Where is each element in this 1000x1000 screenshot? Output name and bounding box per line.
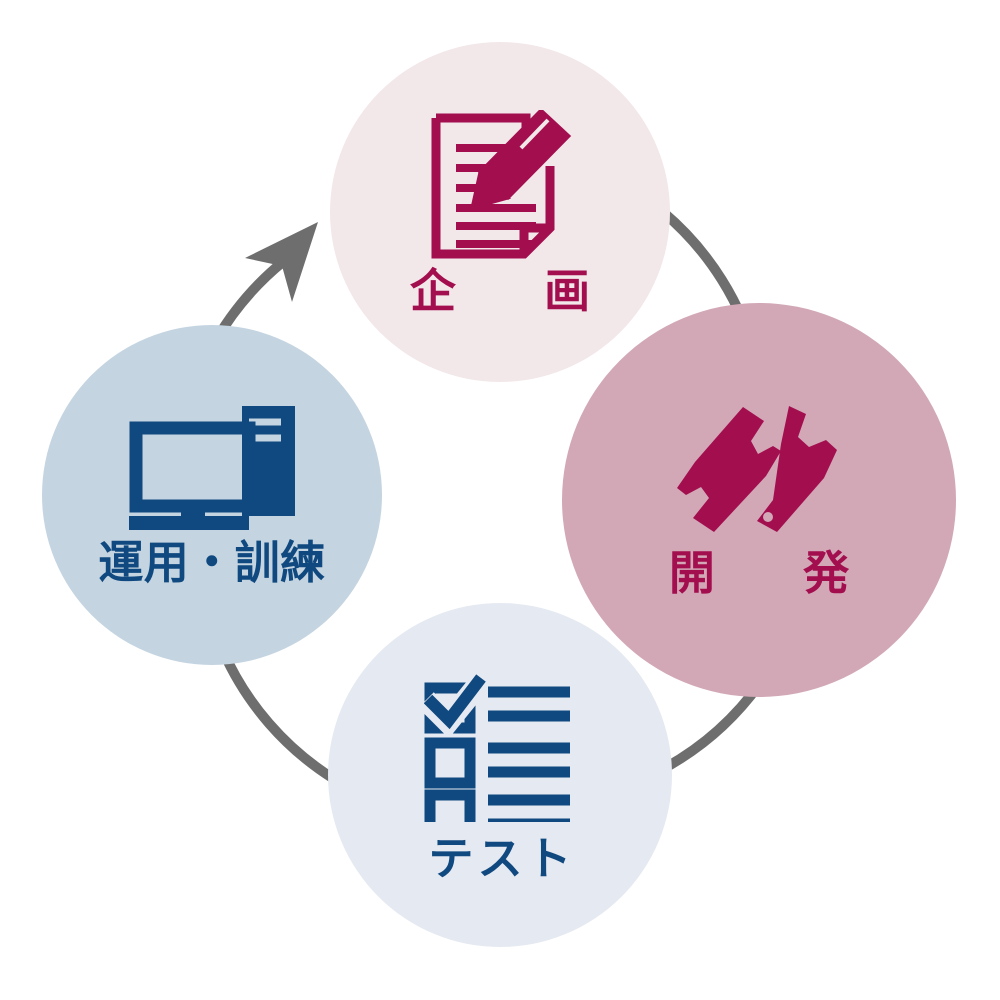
document-pencil-icon bbox=[426, 107, 574, 262]
checklist-icon bbox=[418, 670, 576, 840]
node-test-label: テスト bbox=[428, 832, 576, 884]
cycle-arrow-head bbox=[245, 222, 318, 302]
node-planning-label: 企 画 bbox=[409, 265, 612, 317]
node-development-label: 開 発 bbox=[668, 547, 871, 599]
two-wrenches-icon bbox=[669, 404, 849, 538]
cycle-arc-test-to-operations bbox=[218, 648, 337, 784]
node-test[interactable]: テスト bbox=[328, 603, 672, 947]
node-operations[interactable]: 運用・訓練 bbox=[42, 325, 382, 665]
node-planning[interactable]: 企 画 bbox=[330, 42, 670, 382]
node-operations-label: 運用・訓練 bbox=[98, 536, 326, 588]
node-development[interactable]: 開 発 bbox=[562, 303, 956, 697]
desktop-computer-icon bbox=[129, 405, 295, 530]
